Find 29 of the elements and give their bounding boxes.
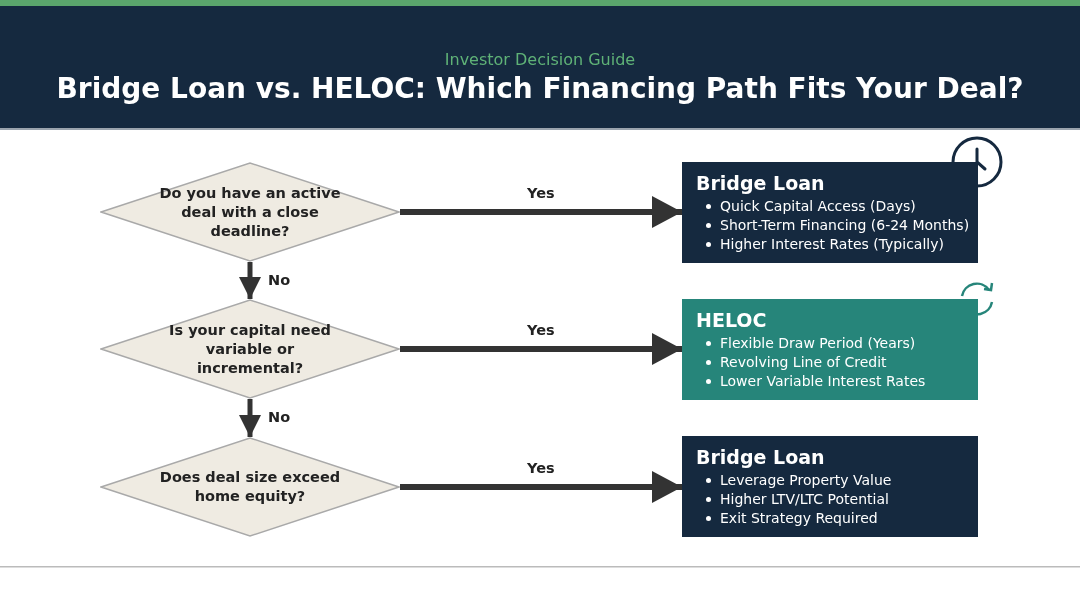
arrow xyxy=(239,262,261,299)
bullet-item: Flexible Draw Period (Years) xyxy=(720,334,916,353)
bullet-item: Quick Capital Access (Days) xyxy=(720,197,916,216)
result-box xyxy=(682,162,978,263)
subtitle: Investor Decision Guide xyxy=(443,50,637,69)
edge-label: Yes xyxy=(525,460,557,476)
edge-label: Yes xyxy=(525,322,557,338)
result-title: HELOC xyxy=(696,309,767,332)
edge-label: Yes xyxy=(525,185,557,201)
result-box xyxy=(682,299,978,400)
question-text: Is your capital need variable or incremental? xyxy=(168,320,332,378)
arrow xyxy=(239,399,261,437)
arrow xyxy=(400,333,682,365)
bullet-item: Revolving Line of Credit xyxy=(720,353,887,372)
question-text: Does deal size exceed home equity? xyxy=(158,468,342,506)
bullet-item: Lower Variable Interest Rates xyxy=(720,372,926,391)
title: Bridge Loan vs. HELOC: Which Financing Path Fits Your Deal? xyxy=(55,72,1025,105)
bullet-item: Higher Interest Rates (Typically) xyxy=(720,235,944,254)
result-title: Bridge Loan xyxy=(696,446,825,469)
edge-label: No xyxy=(266,409,293,425)
bullet-item: Leverage Property Value xyxy=(720,471,892,490)
result-title: Bridge Loan xyxy=(696,172,825,195)
arrow xyxy=(400,196,682,228)
bullet-item: Exit Strategy Required xyxy=(720,509,878,528)
arrow xyxy=(400,471,682,503)
bullet-item: Higher LTV/LTC Potential xyxy=(720,490,889,509)
bullet-item: Short-Term Financing (6-24 Months) xyxy=(720,216,970,235)
question-text: Do you have an active deal with a close deadline? xyxy=(158,183,342,241)
result-box xyxy=(682,436,978,537)
